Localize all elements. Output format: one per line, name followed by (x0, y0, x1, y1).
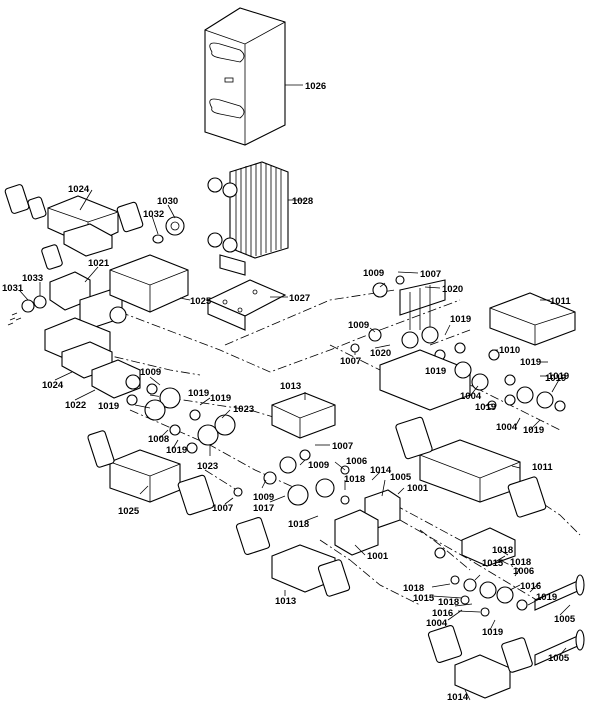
label-1018-r4: 1018 (438, 597, 459, 608)
label-1014-lower: 1014 (447, 692, 469, 703)
mounting-plate-1027 (206, 279, 287, 331)
label-1019-k: 1019 (166, 445, 187, 456)
label-1019-h: 1019 (188, 388, 209, 399)
label-1030: 1030 (157, 196, 178, 207)
label-1022: 1022 (65, 400, 86, 411)
label-1024-lower: 1024 (42, 380, 64, 391)
label-1019-l: 1019 (536, 592, 557, 603)
label-1018-center: 1018 (344, 474, 365, 485)
label-1025-lower: 1025 (118, 506, 140, 517)
label-1009-center: 1009 (308, 460, 329, 471)
label-1020-top: 1020 (442, 284, 463, 295)
insulation-tray-1011-lower (395, 416, 547, 518)
label-1007-mid: 1007 (340, 356, 361, 367)
label-1005-r2: 1005 (548, 653, 570, 664)
label-1015-r2: 1015 (413, 593, 435, 604)
pump-assembly-center (233, 449, 446, 559)
label-1011-lower: 1011 (532, 462, 553, 473)
label-1008: 1008 (148, 434, 169, 445)
label-1006-right: 1006 (513, 566, 534, 577)
insulation-cover-1026 (204, 7, 286, 146)
piping-right-middle (379, 349, 566, 412)
label-1020-mid: 1020 (370, 348, 391, 359)
label-1019-a: 1019 (450, 314, 471, 325)
insulation-tray-1025-upper (109, 254, 189, 313)
label-1018-r3: 1018 (403, 583, 424, 594)
label-1023-b: 1023 (197, 461, 218, 472)
label-1027: 1027 (289, 293, 310, 304)
insulation-tray-1025-lower (87, 430, 215, 516)
fittings-upper-left (7, 216, 185, 329)
label-1001-upper: 1001 (407, 483, 429, 494)
label-1010: 1010 (499, 345, 520, 356)
insulation-shell-1024-upper (4, 184, 144, 270)
label-1028: 1028 (292, 196, 313, 207)
label-1005-center: 1005 (390, 472, 412, 483)
pump-flanges-left (144, 387, 236, 454)
pump-tray-1013-lower (235, 516, 351, 597)
label-1009-left: 1009 (140, 367, 161, 378)
part-number-labels: 1026 1028 1024 1030 1032 1021 1033 1031 … (2, 81, 576, 703)
label-1013-upper: 1013 (280, 381, 301, 392)
label-1019-c: 1019 (548, 371, 569, 382)
label-1019-j: 1019 (98, 401, 119, 412)
label-1001-lower: 1001 (367, 551, 389, 562)
label-1009-mid: 1009 (348, 320, 369, 331)
label-1023-a: 1023 (233, 404, 254, 415)
label-1024-upper: 1024 (68, 184, 90, 195)
label-1019-m: 1019 (482, 627, 503, 638)
label-1007-top: 1007 (420, 269, 441, 280)
label-1009-lower: 1009 (253, 492, 274, 503)
label-1025-upper: 1025 (190, 296, 212, 307)
label-1019-g: 1019 (545, 373, 566, 384)
label-1016-r2: 1016 (432, 608, 453, 619)
label-1019-d: 1019 (425, 366, 446, 377)
label-1004-b: 1004 (496, 422, 518, 433)
label-1019-b: 1019 (520, 357, 541, 368)
fittings-1022 (91, 359, 158, 406)
label-1007-lower: 1007 (212, 503, 233, 514)
label-1019-i: 1019 (210, 393, 231, 404)
label-1018-lower: 1018 (288, 519, 309, 530)
pump-cover-1013-upper (271, 392, 336, 439)
label-1014-center: 1014 (370, 465, 392, 476)
label-1015-r1: 1015 (482, 558, 504, 569)
label-1016-r1: 1016 (520, 581, 541, 592)
label-1007-center: 1007 (332, 441, 353, 452)
label-1013-lower: 1013 (275, 596, 296, 607)
leader-lines (19, 84, 571, 701)
tray-1014-lower (427, 624, 533, 699)
label-1017: 1017 (253, 503, 274, 514)
label-1006-center: 1006 (346, 456, 367, 467)
label-1005-r1: 1005 (554, 614, 576, 625)
label-1019-e: 1019 (475, 402, 496, 413)
label-1009-top: 1009 (363, 268, 384, 279)
label-1011-upper: 1011 (550, 296, 571, 307)
piping-right-lower (450, 527, 585, 666)
label-1018-r2: 1018 (510, 557, 531, 568)
plate-heat-exchanger-1028 (207, 161, 289, 276)
label-1019-f: 1019 (523, 425, 544, 436)
label-1026: 1026 (305, 81, 326, 92)
piping-right-upper (350, 275, 466, 361)
label-1032: 1032 (143, 209, 164, 220)
label-1033: 1033 (22, 273, 43, 284)
label-1004-c: 1004 (426, 618, 448, 629)
label-1021: 1021 (88, 258, 110, 269)
label-1004-a: 1004 (460, 391, 482, 402)
insulation-cover-1011-upper (489, 292, 576, 346)
label-1018-r1: 1018 (492, 545, 513, 556)
label-1031: 1031 (2, 283, 24, 294)
